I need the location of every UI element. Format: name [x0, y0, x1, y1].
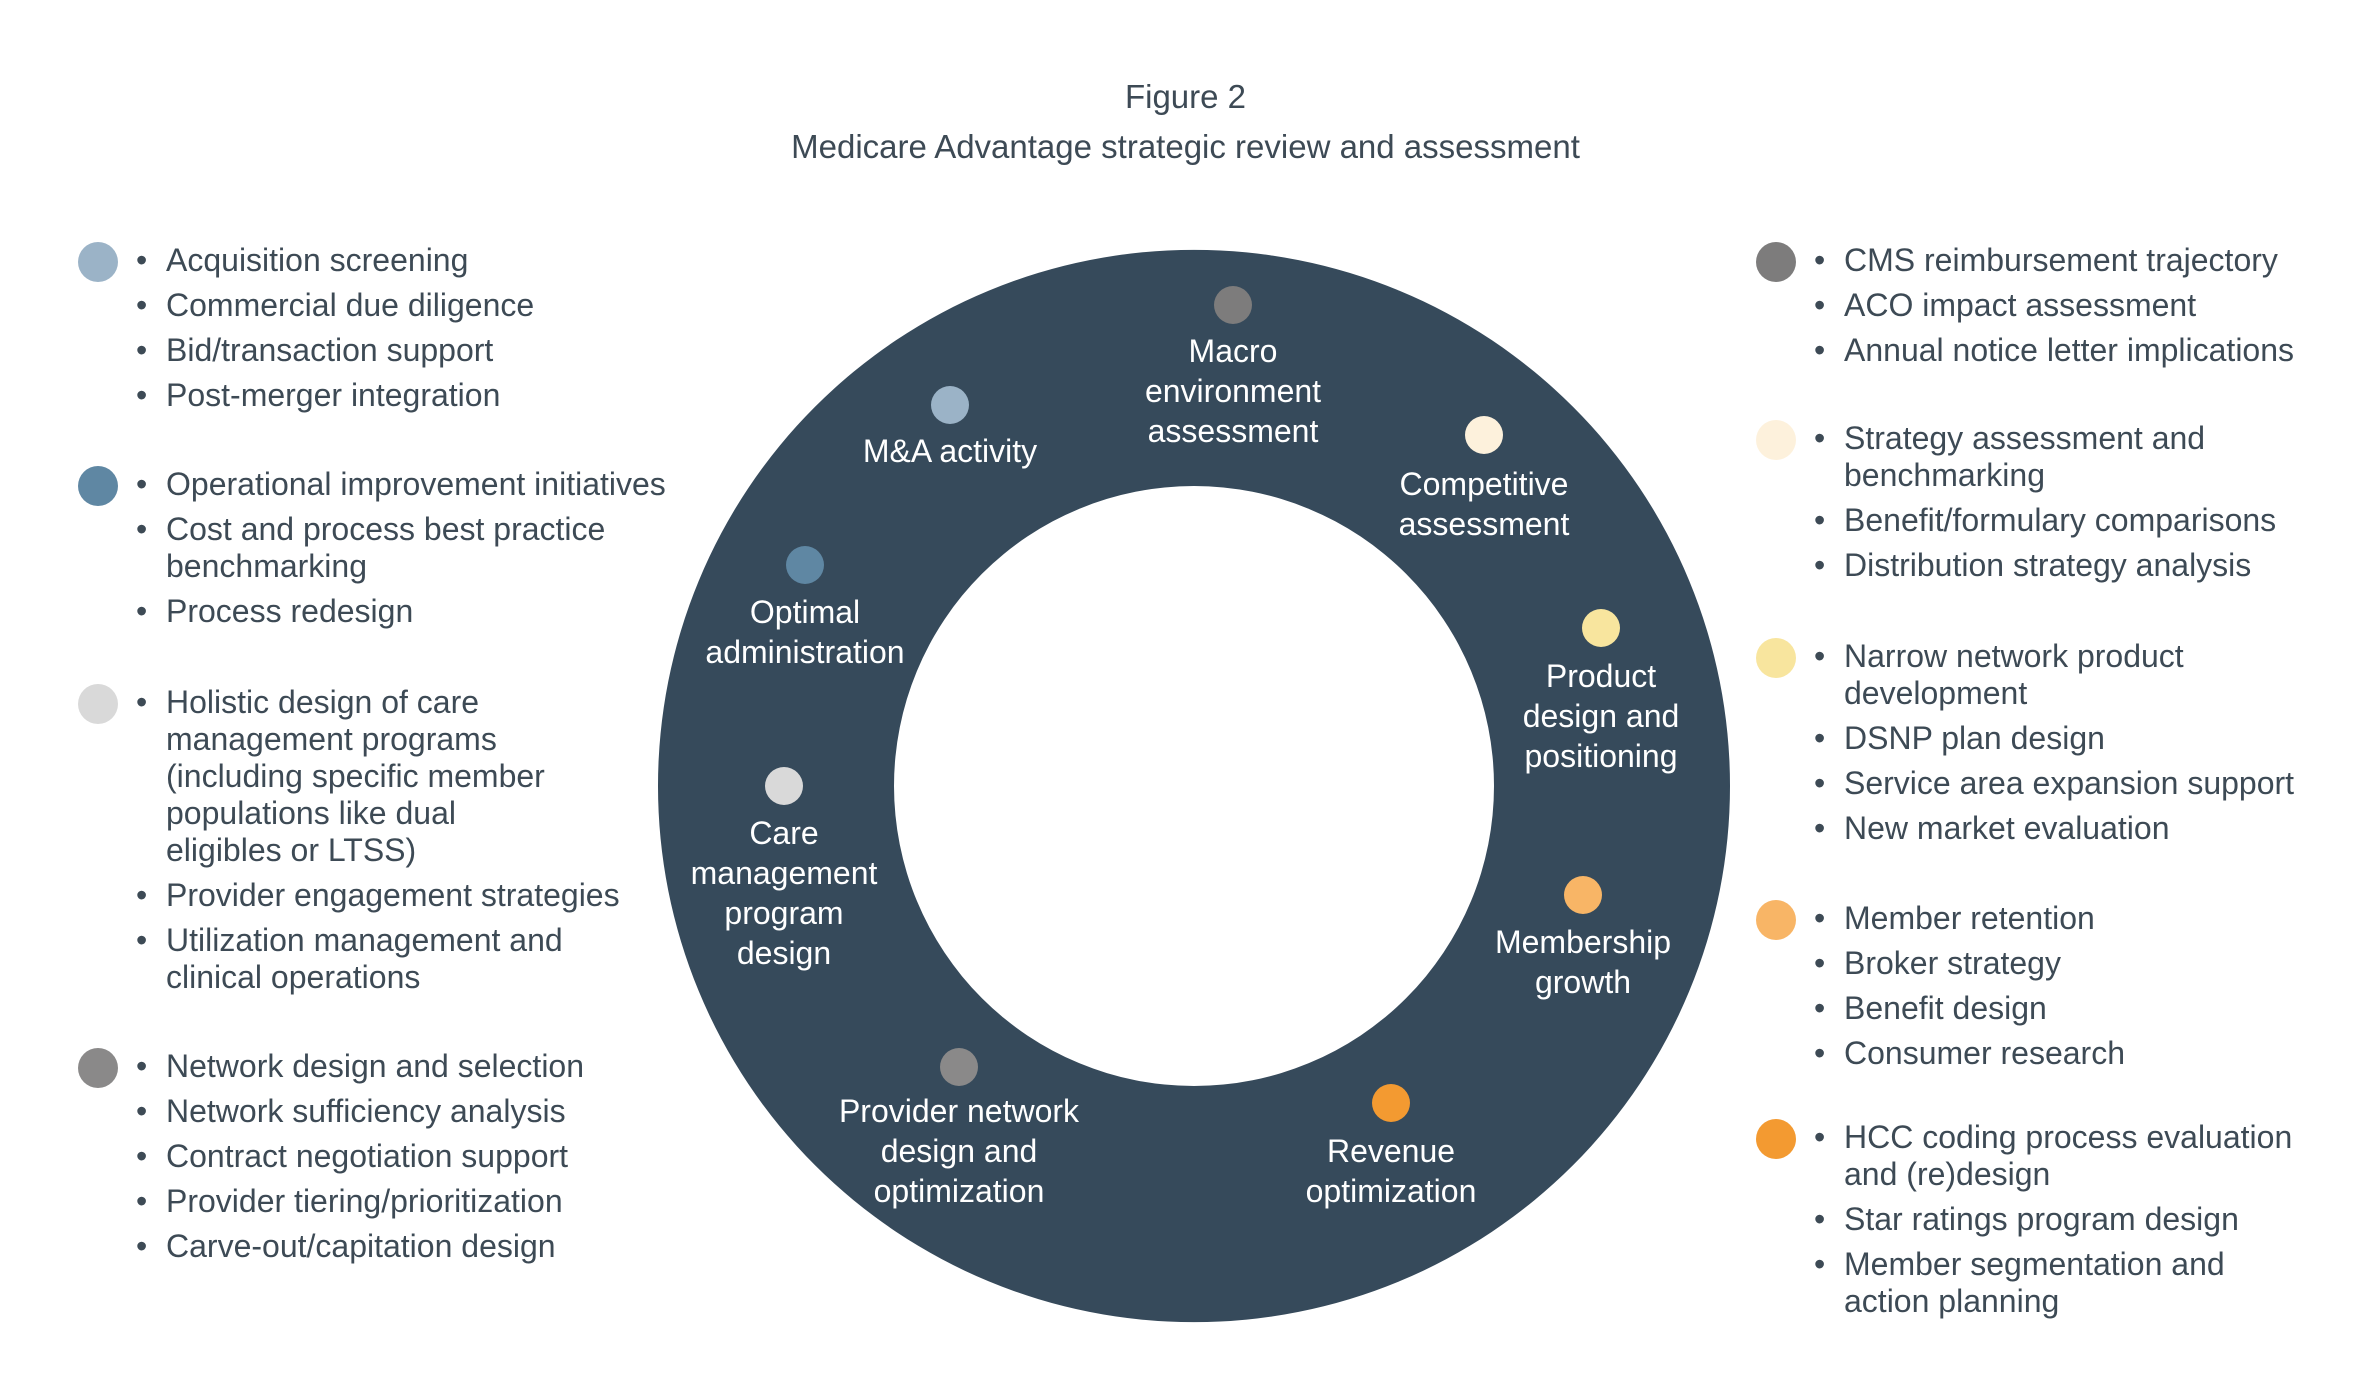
segment-marker-dot	[1582, 609, 1620, 647]
group-color-dot	[1756, 1119, 1796, 1159]
segment-marker-dot	[1372, 1084, 1410, 1122]
bullet-list: Network design and selectionNetwork suff…	[136, 1048, 584, 1273]
ring-segment: Competitive assessment	[1399, 416, 1570, 542]
bullet-item: Broker strategy	[1814, 945, 2125, 982]
bullet-item: Contract negotiation support	[136, 1138, 584, 1175]
bullet-list: CMS reimbursement trajectoryACO impact a…	[1814, 242, 2294, 377]
bullet-item: Process redesign	[136, 593, 666, 630]
segment-label-line: optimization	[1306, 1173, 1477, 1209]
bullet-list: Operational improvement initiativesCost …	[136, 466, 666, 638]
bullet-list: Holistic design of care management progr…	[136, 684, 620, 1004]
segment-label-line: optimization	[874, 1173, 1045, 1209]
bullet-list: HCC coding process evaluation and (re)de…	[1814, 1119, 2292, 1328]
figure-label: Figure 2	[1124, 78, 1247, 115]
segment-label-line: M&A activity	[863, 433, 1037, 469]
ring-segment: Care management program design	[691, 767, 878, 971]
segment-marker-dot	[1214, 286, 1252, 324]
segment-label-line: growth	[1535, 964, 1631, 1000]
ring-segment: Membership growth	[1495, 876, 1671, 1000]
ring-segment: M&A activity	[863, 386, 1037, 469]
group-color-dot	[1756, 900, 1796, 940]
bullet-item: Utilization management and clinical oper…	[136, 922, 620, 996]
bullet-item: New market evaluation	[1814, 810, 2294, 847]
bullet-item: Carve-out/capitation design	[136, 1228, 584, 1265]
bullet-item: Annual notice letter implications	[1814, 332, 2294, 369]
group-color-dot	[78, 242, 118, 282]
segment-marker-dot	[931, 386, 969, 424]
segment-label-line: Care	[749, 815, 818, 851]
bullet-item: Post-merger integration	[136, 377, 534, 414]
bullet-list: Narrow network product developmentDSNP p…	[1814, 638, 2294, 855]
group-color-dot	[1756, 420, 1796, 460]
segment-marker-dot	[765, 767, 803, 805]
group-color-dot	[78, 684, 118, 724]
ring-band	[657, 249, 1730, 1323]
bullet-item: Commercial due diligence	[136, 287, 534, 324]
segment-label-line: Macro	[1189, 333, 1278, 369]
bullet-item: Acquisition screening	[136, 242, 534, 279]
bullet-item: Distribution strategy analysis	[1814, 547, 2276, 584]
segment-marker-dot	[940, 1048, 978, 1086]
bullet-item: ACO impact assessment	[1814, 287, 2294, 324]
segment-label-line: design and	[881, 1133, 1038, 1169]
segment-label-line: Revenue	[1327, 1133, 1455, 1169]
segment-marker-dot	[1465, 416, 1503, 454]
bullet-item: Service area expansion support	[1814, 765, 2294, 802]
bullet-list: Acquisition screeningCommercial due dili…	[136, 242, 534, 422]
ring-segment: Optimal administration	[705, 546, 905, 670]
bullet-item: Holistic design of care management progr…	[136, 684, 620, 869]
bullet-item: Benefit/formulary comparisons	[1814, 502, 2276, 539]
group-color-dot	[78, 1048, 118, 1088]
bullet-item: Strategy assessment and benchmarking	[1814, 420, 2276, 494]
bullet-item: Cost and process best practice benchmark…	[136, 511, 666, 585]
group-color-dot	[78, 466, 118, 506]
bullet-item: Network sufficiency analysis	[136, 1093, 584, 1130]
segment-label-line: Optimal	[750, 594, 860, 630]
segment-label-line: Competitive	[1400, 466, 1569, 502]
bullet-item: Member segmentation and action planning	[1814, 1246, 2292, 1320]
segment-label-line: Product	[1546, 658, 1656, 694]
bullet-item: Member retention	[1814, 900, 2125, 937]
group-color-dot	[1756, 242, 1796, 282]
segment-label-line: administration	[705, 634, 904, 670]
segment-label-line: Provider network	[839, 1093, 1080, 1129]
segment-label-line: design	[737, 935, 831, 971]
bullet-item: Provider engagement strategies	[136, 877, 620, 914]
bullet-list: Strategy assessment and benchmarkingBene…	[1814, 420, 2276, 592]
ring-segment: Product design and positioning	[1523, 609, 1680, 774]
segment-label-line: program	[724, 895, 843, 931]
bullet-item: Star ratings program design	[1814, 1201, 2292, 1238]
bullet-item: Narrow network product development	[1814, 638, 2294, 712]
bullet-item: Provider tiering/prioritization	[136, 1183, 584, 1220]
bullet-item: Benefit design	[1814, 990, 2125, 1027]
segment-label-line: management	[691, 855, 878, 891]
bullet-item: Operational improvement initiatives	[136, 466, 666, 503]
figure-title: Medicare Advantage strategic review and …	[791, 128, 1580, 165]
bullet-item: Network design and selection	[136, 1048, 584, 1085]
ring-segment: Macro environment assessment	[1145, 286, 1321, 449]
bullet-item: Bid/transaction support	[136, 332, 534, 369]
segment-label-line: environment	[1145, 373, 1321, 409]
segment-label-line: positioning	[1525, 738, 1678, 774]
bullet-item: DSNP plan design	[1814, 720, 2294, 757]
segment-label-line: assessment	[1148, 413, 1319, 449]
bullet-item: Consumer research	[1814, 1035, 2125, 1072]
bullet-item: CMS reimbursement trajectory	[1814, 242, 2294, 279]
group-color-dot	[1756, 638, 1796, 678]
segment-label-line: Membership	[1495, 924, 1671, 960]
segment-label-line: assessment	[1399, 506, 1570, 542]
ring-segment: Provider network design and optimization	[839, 1048, 1080, 1209]
ring-segment: Revenue optimization	[1306, 1084, 1477, 1209]
segment-label-line: design and	[1523, 698, 1680, 734]
segment-marker-dot	[1564, 876, 1602, 914]
bullet-list: Member retentionBroker strategyBenefit d…	[1814, 900, 2125, 1080]
segment-marker-dot	[786, 546, 824, 584]
bullet-item: HCC coding process evaluation and (re)de…	[1814, 1119, 2292, 1193]
